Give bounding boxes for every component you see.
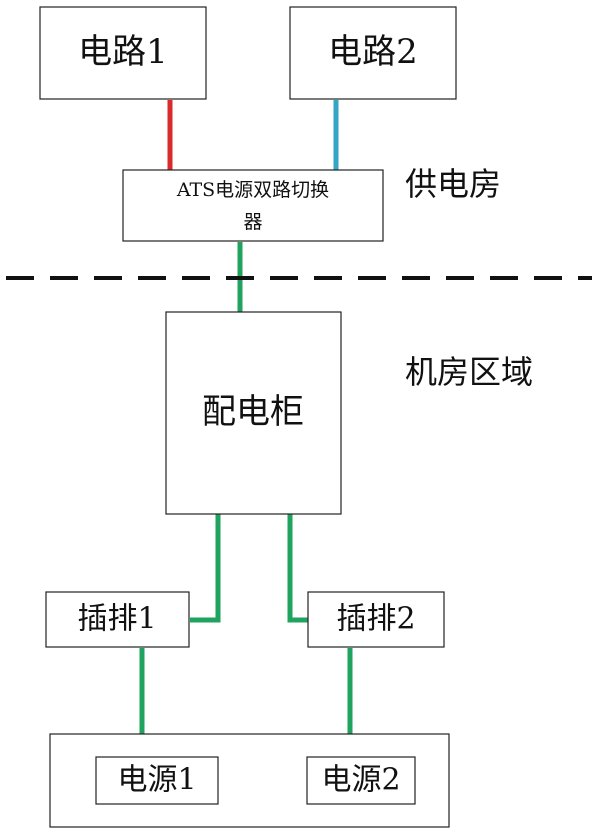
power1-node: 电源1 bbox=[95, 756, 219, 805]
circuit2-node: 电路2 bbox=[289, 6, 457, 100]
cabinet-node: 配电柜 bbox=[165, 311, 342, 515]
cabinet-label: 配电柜 bbox=[202, 392, 304, 432]
circuit1-node: 电路1 bbox=[39, 6, 207, 100]
circuit1-label: 电路1 bbox=[78, 32, 168, 72]
strip2-node: 插排2 bbox=[307, 591, 445, 648]
strip1-node: 插排1 bbox=[45, 591, 190, 648]
ats-switch-node: ATS电源双路切换 器 bbox=[122, 169, 384, 242]
zone-label-machine-room: 机房区域 bbox=[405, 353, 533, 391]
ats-label-line2: 器 bbox=[243, 211, 262, 233]
power2-label: 电源2 bbox=[321, 763, 400, 798]
strip2-label: 插排2 bbox=[336, 602, 415, 637]
ats-label-line1: ATS电源双路切换 bbox=[176, 179, 329, 201]
power2-node: 电源2 bbox=[306, 756, 416, 805]
circuit2-label: 电路2 bbox=[328, 32, 418, 72]
zone-label-supply-room: 供电房 bbox=[405, 165, 501, 203]
power1-label: 电源1 bbox=[117, 763, 196, 798]
wire-cabinet-to-strip1 bbox=[190, 514, 221, 623]
wire-cabinet-to-strip2 bbox=[287, 514, 308, 623]
strip1-label: 插排1 bbox=[77, 602, 156, 637]
